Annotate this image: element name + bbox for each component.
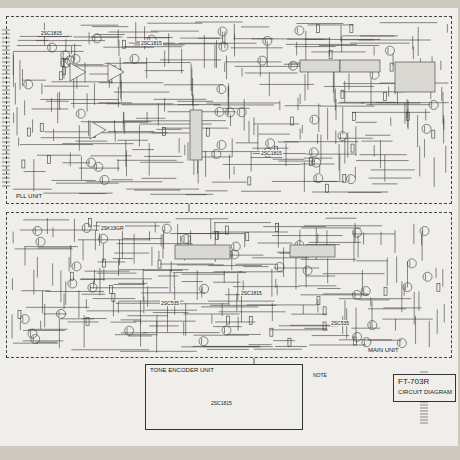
unit-label: FT-703R [397, 377, 430, 387]
unit-region: PLL UNIT [6, 16, 452, 204]
part-label: 2SC1815 [40, 30, 63, 36]
part-label: 2SC535 [330, 320, 350, 326]
note-label: NOTE [312, 372, 328, 378]
unit-label: TONE ENCODER UNIT [149, 367, 215, 374]
part-label: 2SK19GR [100, 225, 125, 231]
unit-label: CIRCUIT DIAGRAM [397, 389, 453, 396]
unit-label: PLL UNIT [15, 193, 43, 200]
unit-box: TONE ENCODER UNIT [145, 364, 303, 430]
wire-connector [189, 204, 190, 212]
part-label: 2SC1815 [240, 290, 263, 296]
part-label: 2SC1815 [260, 150, 283, 156]
part-label: 2SC1815 [210, 400, 233, 406]
part-label: 2SC1815 [140, 40, 163, 46]
unit-label: MAIN UNIT [367, 347, 400, 354]
unit-region: MAIN UNIT [6, 212, 452, 358]
part-label: 2SC535 [160, 300, 180, 306]
unit-box: FT-703R CIRCUIT DIAGRAM [393, 374, 456, 402]
